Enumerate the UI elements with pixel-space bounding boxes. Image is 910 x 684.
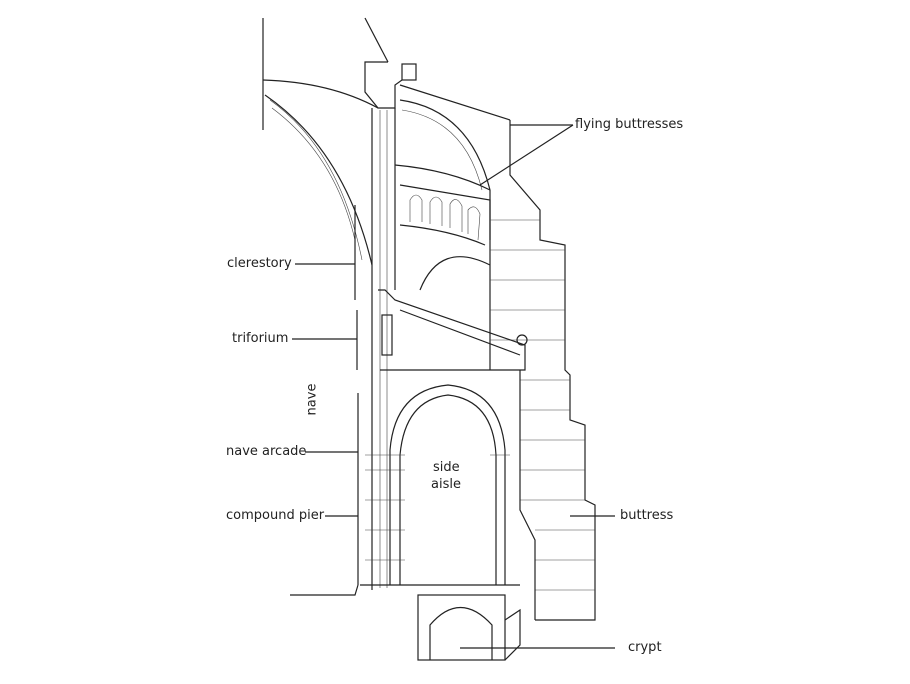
roof: [364, 17, 417, 109]
label-triforium: triforium: [232, 331, 289, 346]
outer-buttress: [489, 120, 596, 621]
label-flying-buttresses: flying buttresses: [575, 117, 684, 132]
label-side-aisle-line2: aisle: [431, 477, 461, 492]
crypt-vault: [417, 594, 521, 661]
floor-line: [290, 584, 359, 596]
triforium-and-aisle-roof: [378, 289, 528, 371]
label-side-aisle-line1: side: [433, 460, 460, 475]
label-clerestory: clerestory: [227, 256, 292, 271]
leader-lines: [292, 124, 615, 649]
label-compound-pier: compound pier: [226, 508, 325, 523]
label-buttress: buttress: [620, 508, 674, 523]
label-nave: nave: [304, 383, 320, 416]
central-wall: [371, 108, 396, 590]
lower-flying-buttress-arcade: [394, 164, 491, 291]
label-crypt: crypt: [628, 640, 662, 655]
label-nave-arcade: nave arcade: [226, 444, 307, 459]
upper-flying-buttress: [399, 84, 511, 191]
side-aisle-arch: [360, 384, 520, 586]
nave-vault: [262, 18, 379, 266]
